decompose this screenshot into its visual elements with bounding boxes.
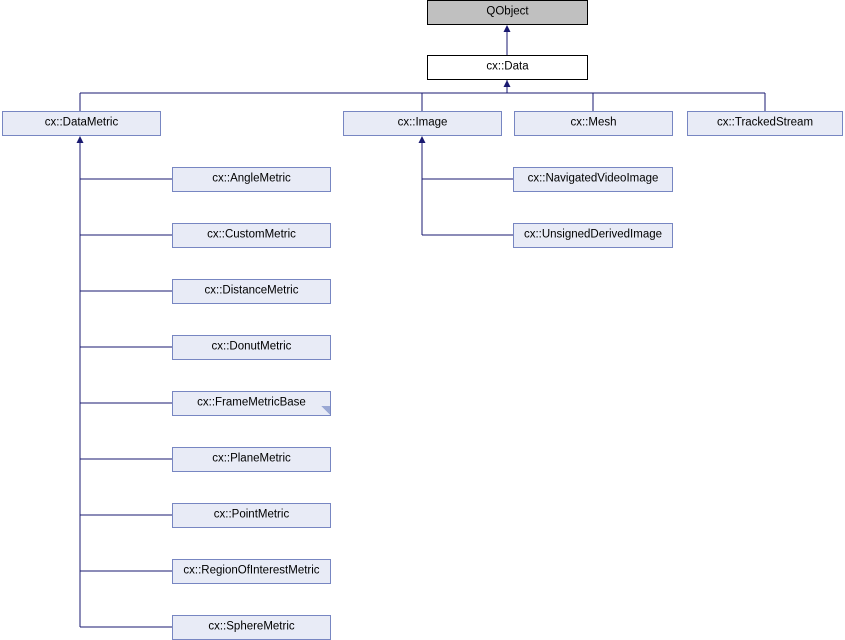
trunk-datametric bbox=[76, 136, 84, 627]
edge-cx-trackedstream-to-cx-data bbox=[506, 80, 766, 111]
class-node-cx-pointmetric[interactable]: cx::PointMetric bbox=[172, 503, 331, 528]
class-node-label: cx::PointMetric bbox=[213, 508, 290, 521]
class-node-label: cx::DataMetric bbox=[44, 116, 119, 129]
class-node-label: cx::UnsignedDerivedImage bbox=[523, 228, 663, 241]
class-node-label: cx::FrameMetricBase bbox=[197, 396, 306, 409]
class-node-label: cx::PlaneMetric bbox=[212, 452, 291, 465]
class-node-cx-donutmetric[interactable]: cx::DonutMetric bbox=[172, 335, 331, 360]
class-node-cx-unsignedderivedimage[interactable]: cx::UnsignedDerivedImage bbox=[513, 223, 673, 248]
class-node-label: cx::TrackedStream bbox=[716, 116, 814, 129]
arrow-into-cx-data bbox=[503, 80, 511, 87]
class-node-cx-data[interactable]: cx::Data bbox=[427, 55, 588, 80]
class-node-qobject[interactable]: QObject bbox=[427, 0, 588, 25]
class-node-label: cx::RegionOfInterestMetric bbox=[183, 564, 320, 577]
class-node-cx-image[interactable]: cx::Image bbox=[343, 111, 502, 136]
class-node-cx-datametric[interactable]: cx::DataMetric bbox=[2, 111, 161, 136]
class-node-label: cx::Image bbox=[397, 116, 448, 129]
class-node-cx-custommetric[interactable]: cx::CustomMetric bbox=[172, 223, 331, 248]
class-node-cx-trackedstream[interactable]: cx::TrackedStream bbox=[687, 111, 843, 136]
edge-cx-mesh-to-cx-data bbox=[506, 80, 594, 111]
class-node-label: cx::AngleMetric bbox=[212, 172, 291, 185]
collapsed-subtree-fold-icon[interactable] bbox=[321, 406, 331, 416]
trunk-image bbox=[418, 136, 426, 235]
class-node-label: cx::Data bbox=[486, 60, 529, 73]
class-node-cx-framemetricbase[interactable]: cx::FrameMetricBase bbox=[172, 391, 331, 416]
class-node-label: cx::DistanceMetric bbox=[204, 284, 299, 297]
class-node-cx-regionofinterestmetric[interactable]: cx::RegionOfInterestMetric bbox=[172, 559, 331, 584]
class-node-cx-spheremetric[interactable]: cx::SphereMetric bbox=[172, 615, 331, 640]
class-node-cx-planemetric[interactable]: cx::PlaneMetric bbox=[172, 447, 331, 472]
class-node-label: QObject bbox=[486, 5, 529, 18]
edge-cx-data-to-qobject bbox=[503, 25, 511, 55]
class-node-cx-mesh[interactable]: cx::Mesh bbox=[514, 111, 673, 136]
class-node-label: cx::Mesh bbox=[570, 116, 617, 129]
class-node-label: cx::NavigatedVideoImage bbox=[527, 172, 659, 185]
class-node-label: cx::CustomMetric bbox=[207, 228, 296, 241]
class-node-label: cx::DonutMetric bbox=[211, 340, 292, 353]
edge-cx-image-to-cx-data bbox=[421, 80, 508, 111]
class-node-cx-anglemetric[interactable]: cx::AngleMetric bbox=[172, 167, 331, 192]
class-node-cx-distancemetric[interactable]: cx::DistanceMetric bbox=[172, 279, 331, 304]
class-node-cx-navigatedvideoimage[interactable]: cx::NavigatedVideoImage bbox=[513, 167, 673, 192]
edge-cx-datametric-to-cx-data bbox=[79, 80, 508, 111]
class-node-label: cx::SphereMetric bbox=[208, 620, 295, 633]
